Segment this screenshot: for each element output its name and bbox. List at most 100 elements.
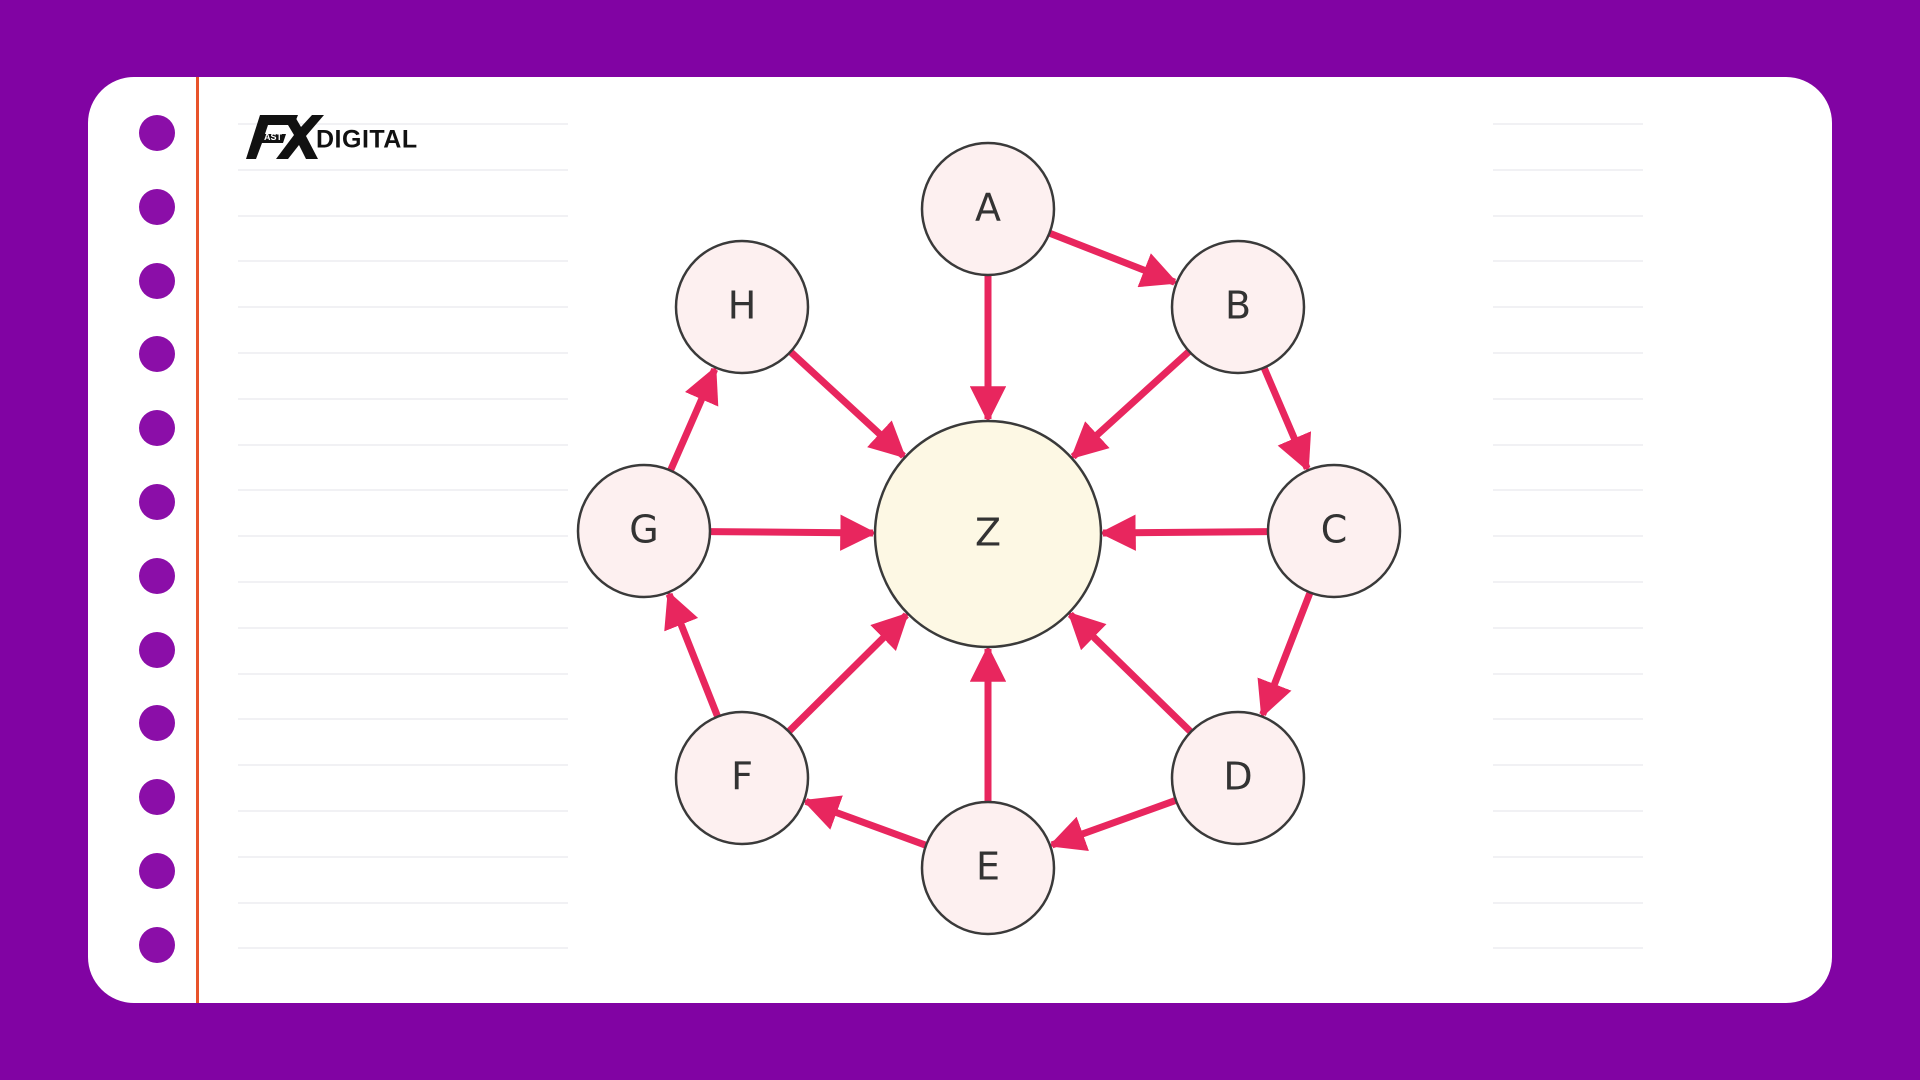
node-circle	[1170, 239, 1306, 375]
edge-a-b	[1048, 229, 1179, 288]
ruled-line	[1493, 489, 1643, 492]
binder-hole	[139, 262, 175, 299]
ruled-line	[238, 901, 568, 904]
node-label: G	[629, 508, 658, 552]
ruled-line	[238, 443, 568, 446]
brand-wordmark: DIGITAL	[316, 125, 418, 154]
edge-e-f	[802, 795, 928, 849]
node-circle	[674, 710, 810, 846]
graph-edges	[664, 229, 1314, 851]
edge-d-z	[1067, 611, 1194, 735]
node-label: D	[1223, 755, 1252, 799]
node-label: B	[1225, 284, 1251, 328]
binder-hole	[139, 557, 175, 594]
node-e: E	[920, 800, 1056, 936]
edge-b-z	[1070, 348, 1192, 460]
node-z: Z	[873, 419, 1103, 649]
edge-d-e	[1048, 797, 1178, 851]
ruled-line	[238, 168, 568, 171]
node-label: F	[731, 755, 753, 799]
ruled-line	[1493, 810, 1643, 812]
notebook-card: AST DIGITAL A B C D E F G H Z	[88, 77, 1832, 1003]
node-label: C	[1321, 508, 1348, 552]
edge-f-g	[664, 590, 721, 718]
ruled-line	[238, 855, 568, 858]
node-label: E	[976, 845, 1000, 889]
ruled-line	[1493, 947, 1643, 950]
node-label: H	[728, 284, 757, 328]
node-circle	[1170, 710, 1306, 846]
ruled-line	[238, 214, 568, 217]
ruled-line	[238, 397, 568, 400]
binder-hole	[139, 705, 175, 742]
graph-nodes: A B C D E F G H Z	[576, 141, 1402, 936]
svg-text:AST: AST	[264, 132, 283, 142]
ruled-line	[1493, 535, 1643, 538]
ruled-line	[1493, 901, 1643, 904]
ruled-line	[238, 626, 568, 629]
ruled-line	[238, 535, 568, 538]
node-c: C	[1266, 463, 1402, 599]
node-circle	[920, 800, 1056, 936]
brand-logo: AST DIGITAL	[236, 107, 426, 167]
ruled-line	[238, 260, 568, 263]
node-label: A	[975, 186, 1001, 230]
margin-line	[196, 77, 199, 1003]
ruled-lines	[238, 77, 1798, 1003]
ruled-line	[1493, 626, 1643, 629]
node-b: B	[1170, 239, 1306, 375]
ruled-line	[238, 764, 568, 767]
edge-g-h	[667, 365, 719, 472]
node-f: F	[674, 710, 810, 846]
ruled-line	[238, 672, 568, 675]
node-circle	[873, 419, 1103, 649]
ruled-line	[1493, 581, 1643, 583]
directed-graph-diagram: A B C D E F G H Z	[576, 141, 1402, 936]
ruled-line	[1493, 855, 1643, 858]
node-circle	[674, 239, 810, 375]
ruled-line	[238, 810, 568, 812]
ruled-line	[238, 352, 568, 354]
node-circle	[1266, 463, 1402, 599]
ruled-line	[238, 489, 568, 492]
node-circle	[576, 463, 712, 599]
ruled-line	[1493, 260, 1643, 263]
binder-hole	[139, 336, 175, 373]
binder-hole	[139, 779, 175, 816]
node-g: G	[576, 463, 712, 599]
node-d: D	[1170, 710, 1306, 846]
node-h: H	[674, 239, 810, 375]
ruled-line	[1493, 123, 1643, 125]
binder-hole	[139, 410, 175, 447]
edge-c-z	[1099, 514, 1269, 551]
fastx-logo-mark: AST	[246, 115, 324, 159]
ruled-line	[1493, 443, 1643, 446]
node-a: A	[920, 141, 1056, 277]
edge-b-c	[1260, 366, 1312, 472]
edge-c-d	[1257, 591, 1314, 719]
ruled-line	[1493, 397, 1643, 400]
edge-h-z	[788, 349, 907, 459]
binder-hole	[139, 631, 175, 668]
ruled-line	[1493, 352, 1643, 354]
binder-hole	[139, 484, 175, 520]
ruled-line	[1493, 764, 1643, 767]
binder-hole	[139, 115, 175, 151]
ruled-line	[238, 947, 568, 950]
edge-f-z	[786, 612, 909, 735]
edge-g-z	[709, 514, 877, 551]
ruled-line	[238, 581, 568, 583]
binder-holes	[139, 77, 177, 1003]
ruled-line	[1493, 718, 1643, 721]
binder-hole	[139, 853, 175, 889]
binder-hole	[139, 926, 175, 963]
ruled-line	[1493, 672, 1643, 675]
node-circle	[920, 141, 1056, 277]
ruled-line	[1493, 306, 1643, 309]
ruled-line	[1493, 168, 1643, 171]
ruled-line	[238, 123, 568, 125]
ruled-line	[238, 718, 568, 721]
ruled-line	[238, 306, 568, 309]
node-label: Z	[975, 511, 1001, 555]
ruled-line	[1493, 214, 1643, 217]
